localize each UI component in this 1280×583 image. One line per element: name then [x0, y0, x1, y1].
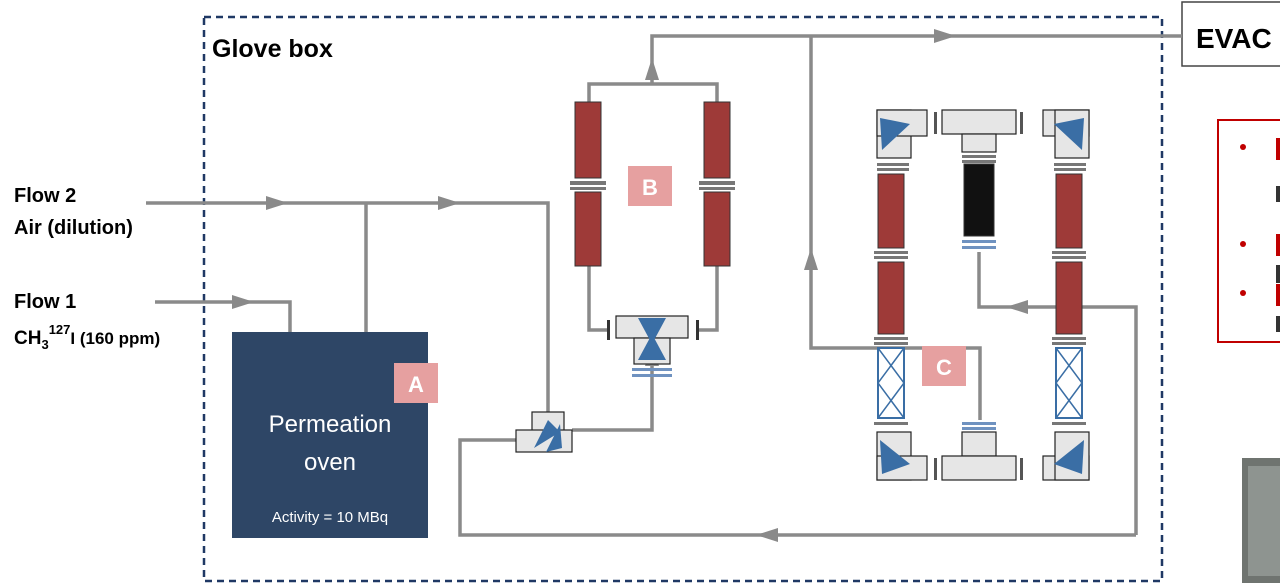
callout-text-fragments — [1276, 186, 1280, 332]
marker-c-box — [922, 346, 966, 386]
flow2-desc: Air (dilution) — [14, 217, 133, 239]
info-callout — [1217, 119, 1280, 343]
oven-line1: Permeation — [269, 411, 392, 438]
flow1-name: Flow 1 — [14, 291, 76, 313]
oven-line2: oven — [304, 449, 356, 476]
glove-box-title: Glove box — [212, 35, 333, 63]
oven-activity: Activity = 10 MBq — [272, 509, 388, 526]
marker-b-box — [628, 166, 672, 206]
marker-a: A — [408, 372, 424, 397]
glove-box-frame — [202, 15, 1164, 583]
flow2-name: Flow 2 — [14, 185, 76, 207]
flow1-formula: CH3127I (160 ppm) — [14, 322, 160, 352]
evac-label: EVAC — [1196, 23, 1272, 54]
section-c — [874, 109, 1090, 481]
main-t-valve — [515, 411, 573, 453]
section-b-columns — [570, 101, 735, 267]
marker-a-box — [394, 363, 438, 403]
marker-b: B — [642, 175, 658, 200]
evac-box — [1181, 1, 1280, 67]
permeation-oven: Permeation oven Activity = 10 MBq — [232, 332, 428, 538]
section-b-valve — [607, 315, 699, 377]
callout-bullets — [1240, 138, 1280, 306]
marker-c: C — [936, 355, 952, 380]
